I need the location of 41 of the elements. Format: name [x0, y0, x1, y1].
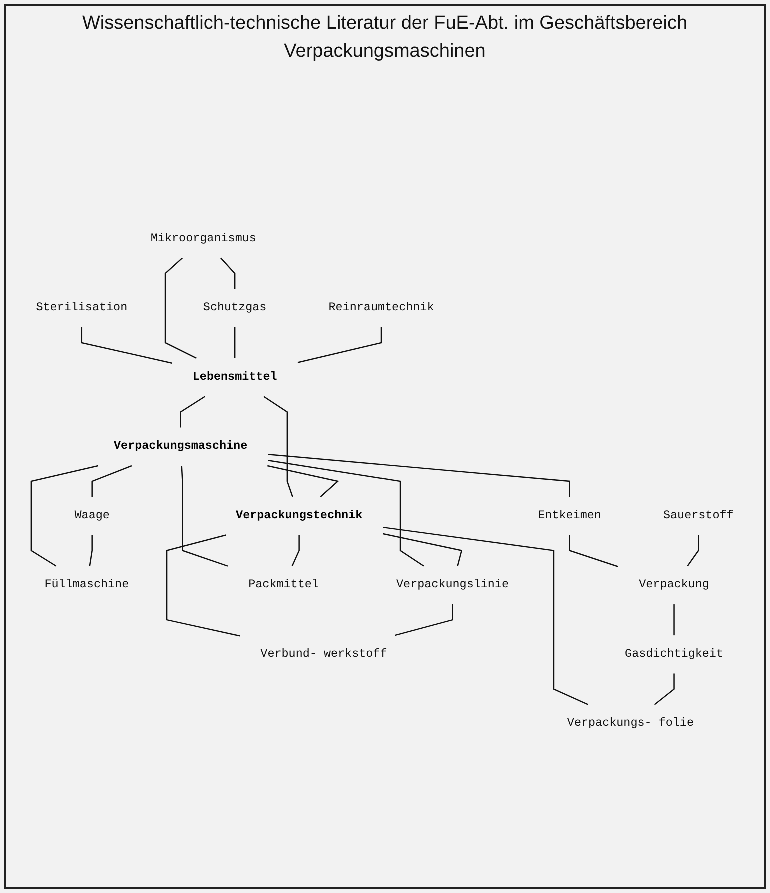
connector [164, 258, 197, 360]
node-text: Füllmaschine [44, 578, 130, 592]
connector [81, 327, 172, 364]
node-text: Sauerstoff [663, 509, 734, 523]
node-text: Waage [74, 509, 110, 523]
connector [268, 460, 424, 567]
connector [569, 535, 619, 568]
connector [166, 534, 240, 637]
connector [92, 465, 132, 497]
connector [687, 535, 700, 567]
connector [264, 396, 294, 498]
connector [383, 526, 589, 706]
connector [268, 465, 340, 498]
node-text: Entkeimen [538, 509, 602, 523]
node-text: Schutzgas [203, 302, 267, 315]
node-text: Verbund- werkstoff [260, 648, 388, 662]
connector [234, 327, 236, 358]
connector [181, 466, 228, 567]
connector [394, 604, 454, 636]
node-text: Mikroorganismus [150, 232, 256, 246]
connector [674, 604, 675, 636]
diagram-title: Wissenschaftlich-technische Literatur der FuE-Abt. im Geschäftsbereich Verpackungsmaschinen [81, 12, 689, 64]
node-text: Reinraumtechnik [328, 302, 434, 315]
node-text: Verpackungstechnik [236, 509, 363, 523]
node-text: Verpackungslinie [396, 578, 510, 592]
connector [383, 533, 463, 566]
node-text: Verpackungs- folie [567, 717, 694, 730]
connector [180, 396, 206, 428]
connector [220, 258, 236, 290]
node-text: Verpackungsmaschine [114, 440, 248, 454]
node-text: Packmittel [248, 578, 319, 592]
node-text: Verpackung [639, 578, 710, 592]
connector [298, 327, 382, 364]
connector [654, 674, 675, 706]
node-text: Lebensmittel [192, 370, 278, 384]
node-text: Sterilisation [36, 302, 128, 315]
node-text: Gasdichtigkeit [625, 648, 724, 662]
connector [292, 535, 300, 567]
connector [268, 454, 570, 497]
connector [89, 535, 93, 566]
connector [30, 465, 98, 567]
